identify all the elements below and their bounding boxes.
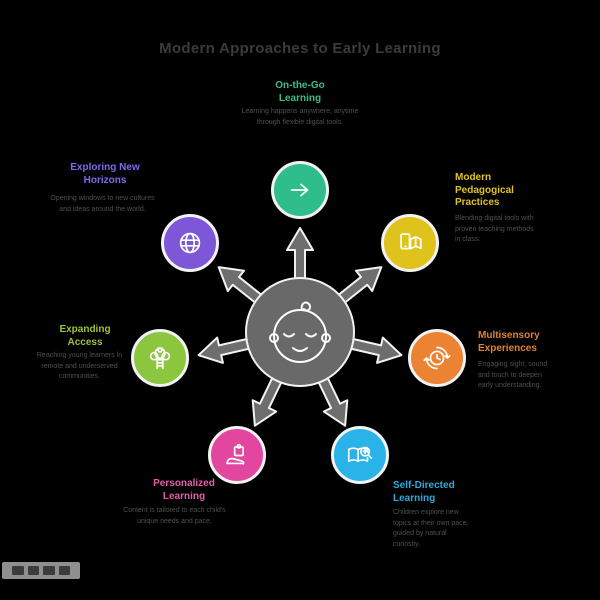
- node-label-global-horizons: Exploring New Horizons: [50, 162, 160, 187]
- label-line: Horizons: [83, 174, 127, 186]
- label-line: Self-Directed: [393, 480, 455, 491]
- node-label-personalized: Personalized Learning: [128, 478, 240, 503]
- node-desc-mobile-learning: Learning happens anywhere, anytime throu…: [241, 108, 359, 126]
- node-circle-mobile-learning: [271, 161, 329, 219]
- node-label-mobile-learning: On-the-Go Learning: [230, 80, 370, 105]
- node-circle-expanding-access: [131, 329, 189, 387]
- baby-face-icon: [269, 301, 331, 363]
- node-desc-personalized: Content is tailored to each child's uniq…: [123, 507, 226, 525]
- hub-circle: [245, 277, 355, 387]
- watermark-glyph: [28, 566, 39, 575]
- label-line: Access: [67, 336, 103, 348]
- node-circle-global-horizons: [161, 214, 219, 272]
- node-desc-global-horizons: Opening windows to new cultures and idea…: [50, 195, 155, 213]
- label-line: Learning: [393, 492, 436, 504]
- node-circle-multisensory: [408, 329, 466, 387]
- node-circle-self-directed: [331, 426, 389, 484]
- watermark-logo: [2, 562, 80, 579]
- label-line: Exploring New: [70, 162, 140, 173]
- watermark-glyph: [59, 566, 70, 575]
- node-desc-expanding-access: Reaching young learners in remote and un…: [36, 352, 123, 380]
- hand-puzzle-icon: [226, 443, 245, 465]
- node-label-modern-practices: Modern Pedagogical Practices: [455, 172, 545, 210]
- arrow-right-icon: [290, 183, 309, 197]
- label-line: Expanding: [59, 324, 111, 335]
- label-line: On-the-Go: [275, 80, 325, 91]
- node-circle-modern-practices: [381, 214, 439, 272]
- node-desc-self-directed: Children explore new topics at their own…: [393, 509, 469, 548]
- node-circle-personalized: [208, 426, 266, 484]
- node-desc-multisensory: Engaging sight, sound and touch to deepe…: [478, 361, 548, 389]
- label-line: Modern: [455, 172, 492, 183]
- hub-graphic: [197, 227, 403, 427]
- phone-book-icon: [400, 233, 422, 250]
- watermark-glyph: [43, 566, 55, 575]
- watermark-glyph: [12, 566, 24, 575]
- node-desc-modern-practices: Blending digital tools with proven teach…: [455, 215, 534, 243]
- node-label-self-directed: Self-Directed Learning: [393, 480, 483, 505]
- node-label-expanding-access: Expanding Access: [35, 324, 135, 349]
- label-line: Learning: [278, 92, 322, 104]
- label-line: Personalized: [153, 478, 215, 489]
- book-magnifier-icon: [347, 446, 373, 462]
- label-line: Experiences: [478, 342, 537, 354]
- node-label-multisensory: Multisensory Experiences: [478, 330, 573, 355]
- label-line: Pedagogical: [455, 184, 514, 196]
- clock-cycle-icon: [423, 346, 451, 370]
- label-line: Learning: [162, 490, 206, 502]
- label-line: Multisensory: [478, 330, 540, 341]
- globe-icon: [179, 232, 201, 254]
- tree-ladder-icon: [149, 347, 171, 370]
- label-line: Practices: [455, 197, 500, 208]
- diagram-title: Modern Approaches to Early Learning: [159, 40, 441, 57]
